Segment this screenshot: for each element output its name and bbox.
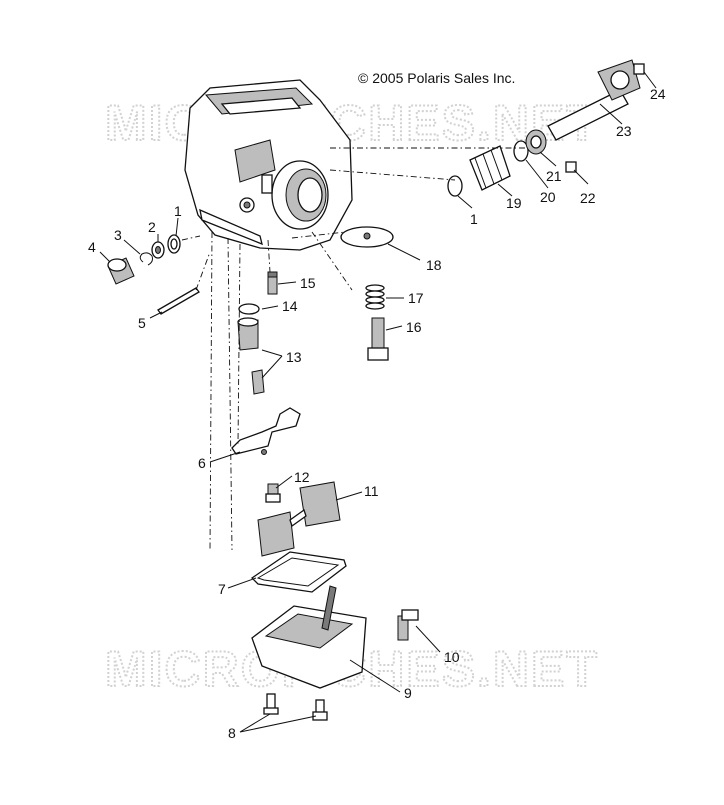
part-14-o-ring [238,303,260,315]
part-15-jet [267,271,278,295]
callout-13: 13 [286,349,302,365]
watermark-top: MICROFICHES.NET [105,95,599,151]
part-21-bushing [525,129,547,155]
callout-18: 18 [426,257,442,273]
part-1-o-ring [167,234,181,254]
callout-23: 23 [616,123,632,139]
copyright-text: © 2005 Polaris Sales Inc. [358,70,516,86]
callout-1-right: 1 [470,211,478,227]
float-arm-hole-icon [261,449,267,455]
callout-22: 22 [580,190,596,206]
part-18-diaphragm [340,226,394,248]
callout-4: 4 [88,239,96,255]
carburetor-body [184,79,353,251]
part-12-screw [265,483,281,503]
part-5-pin [157,287,200,315]
part-3-clip [139,252,153,266]
part-20-washer [513,140,529,162]
callout-3: 3 [114,227,122,243]
callout-14: 14 [282,298,298,314]
callout-1: 1 [174,203,182,219]
callout-21: 21 [546,168,562,184]
callout-2: 2 [148,219,156,235]
callout-7: 7 [218,581,226,597]
callout-9: 9 [404,685,412,701]
callout-24: 24 [650,86,666,102]
part-24-screw [633,63,645,75]
part-1-o-ring-right [447,175,463,197]
part-2-washer [151,241,165,259]
callout-19: 19 [506,195,522,211]
part-4-cap [107,257,135,285]
callout-17: 17 [408,290,424,306]
part-7-gasket [250,551,347,593]
callout-16: 16 [406,319,422,335]
assembly-lines [181,147,528,551]
callout-8: 8 [228,725,236,741]
part-13-needle-seat [237,317,265,395]
part-6-float-arm [231,407,301,455]
part-9-float-bowl [251,585,367,689]
leader-lines [99,71,657,733]
part-23-throttle-shaft [547,59,641,141]
callout-5: 5 [138,315,146,331]
callout-11: 11 [364,483,379,499]
part-16-screw [367,317,389,361]
callout-20: 20 [540,189,556,205]
part-22-screw [565,161,577,173]
callout-6: 6 [198,455,206,471]
callout-12: 12 [294,469,310,485]
part-8-screws [263,693,328,721]
callout-10: 10 [444,649,460,665]
callout-15: 15 [300,275,316,291]
part-19-spring [469,145,511,191]
part-10-drain-screw [397,609,419,641]
part-11-float [257,481,341,557]
part-17-spring [365,284,385,310]
